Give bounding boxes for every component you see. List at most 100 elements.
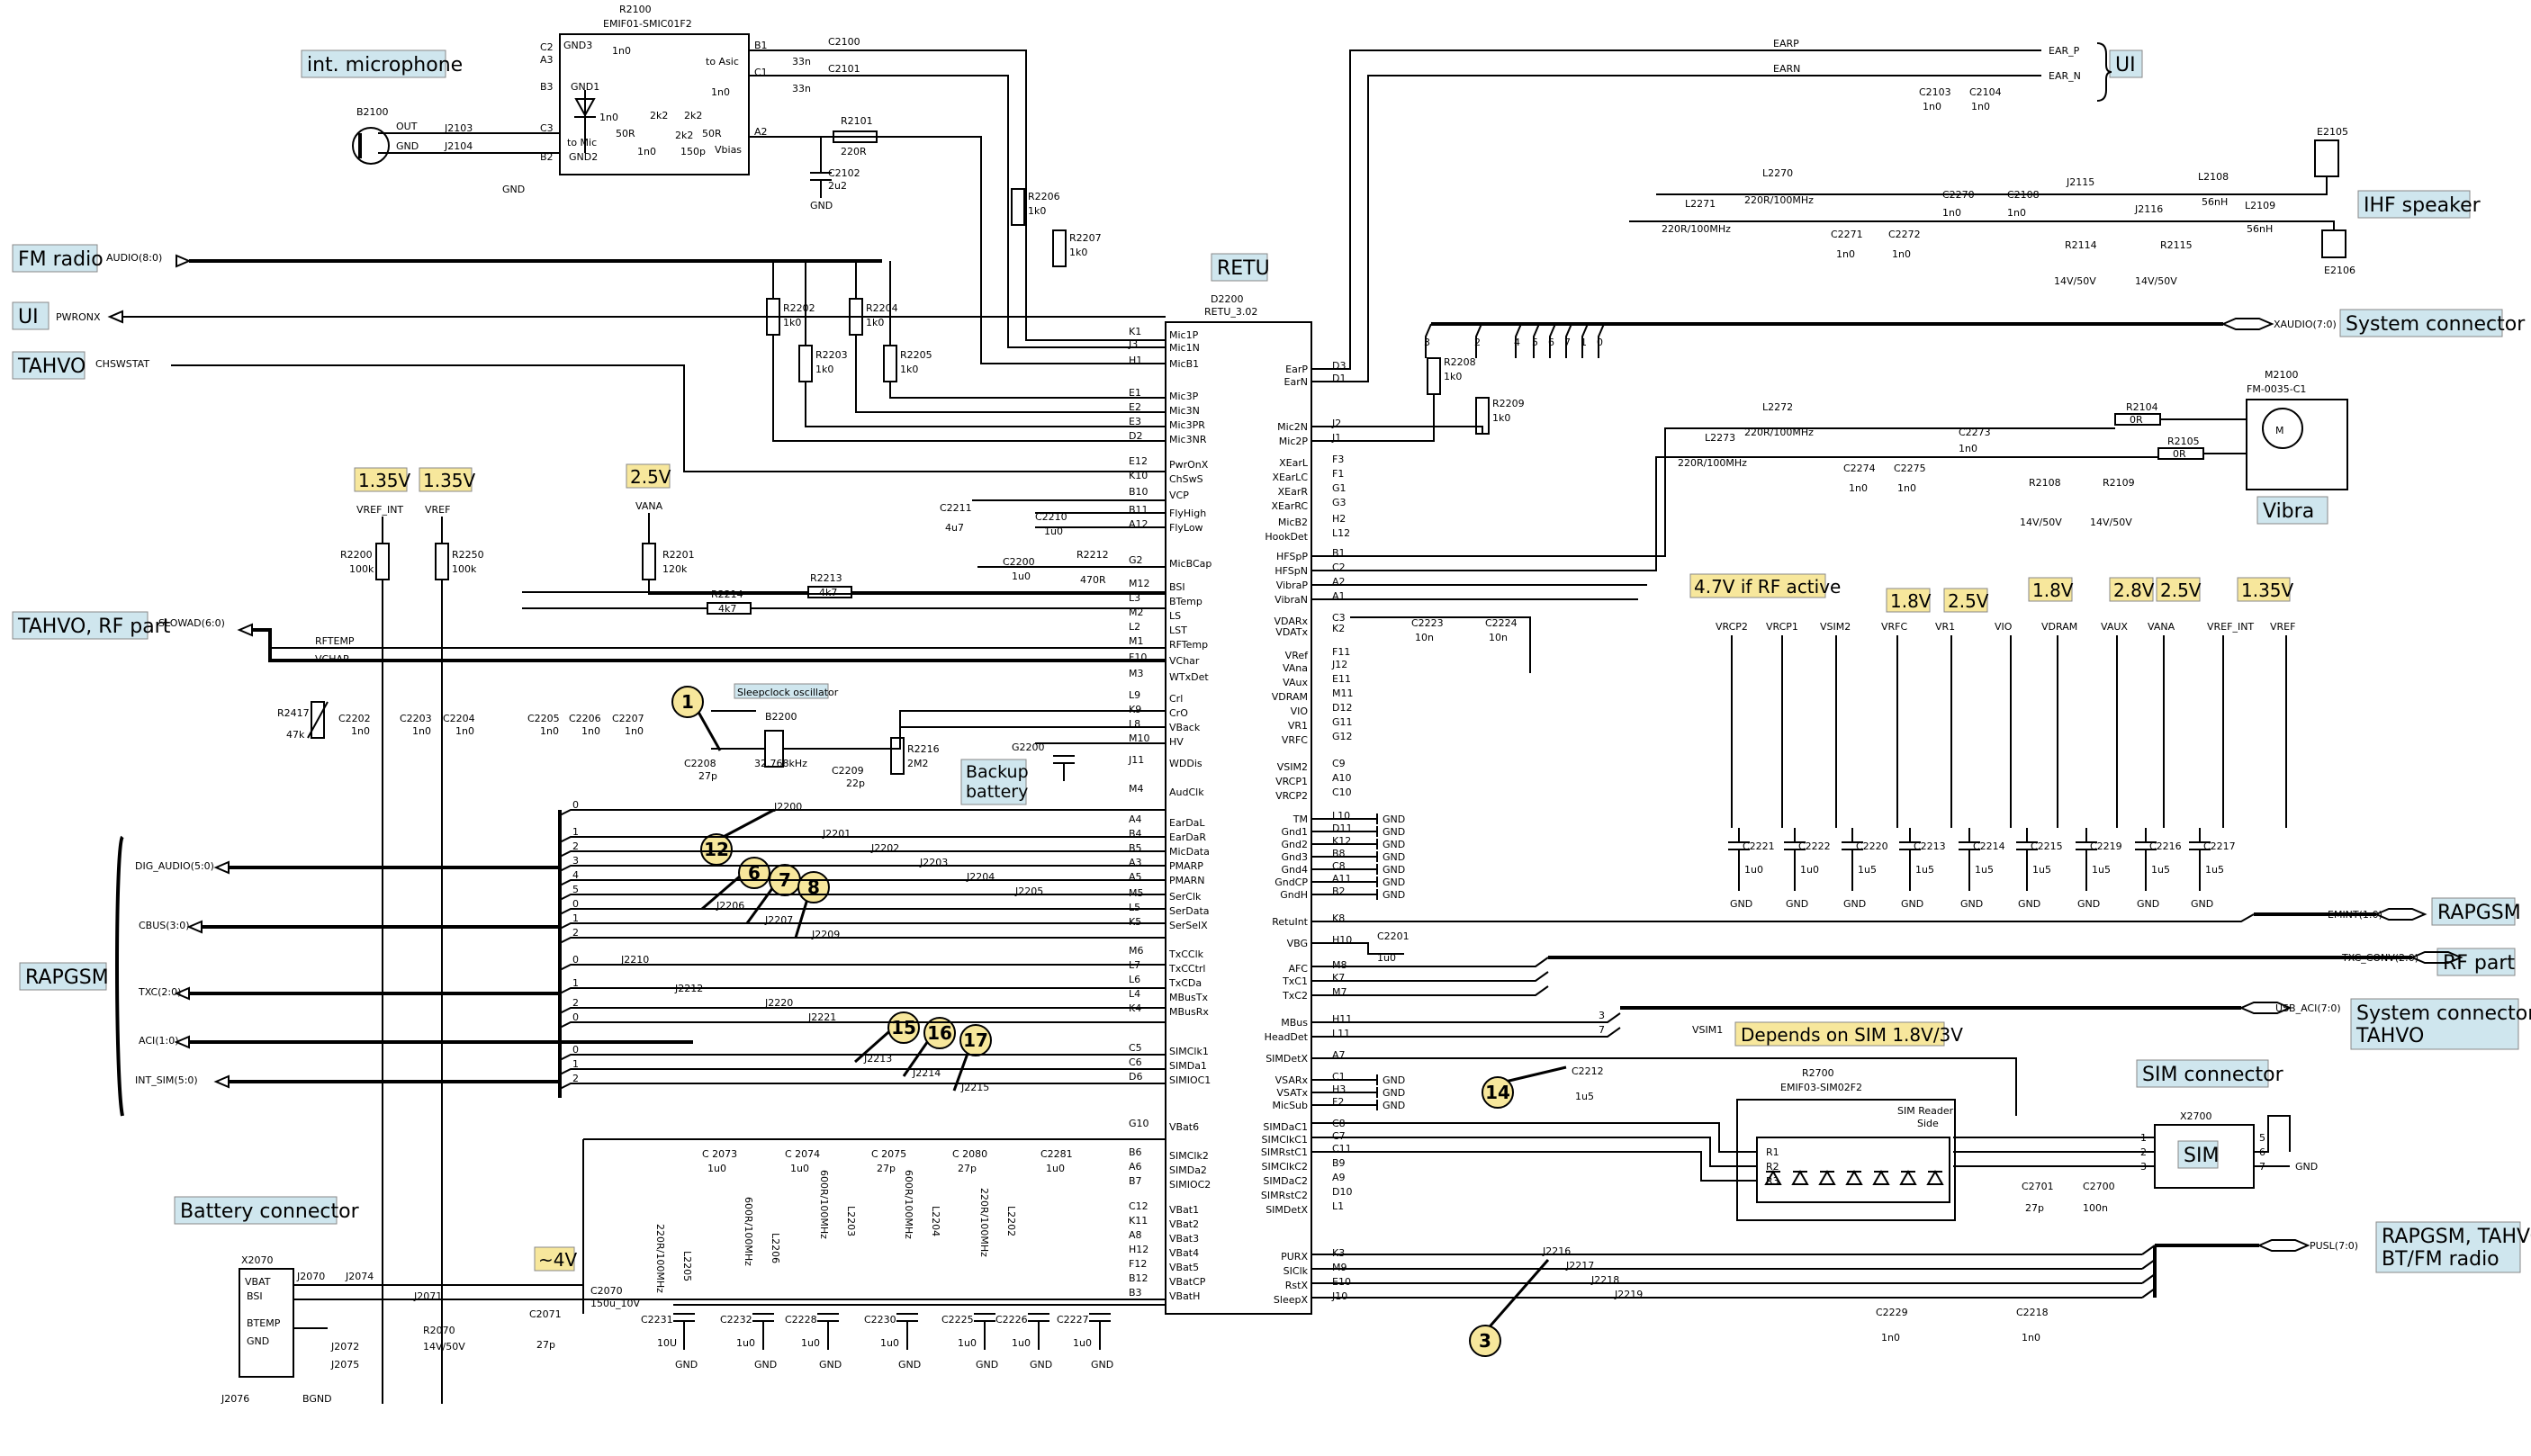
retu-left-pin: HV bbox=[1169, 736, 1184, 748]
sim-diodes bbox=[1764, 1169, 1944, 1185]
retu-left-ball: H12 bbox=[1129, 1244, 1148, 1255]
j2219: J2219 bbox=[1614, 1289, 1643, 1300]
bus-tap-index: 1 bbox=[572, 1058, 579, 1070]
r2101-ref: R2101 bbox=[841, 115, 873, 127]
retu-right-ball: G3 bbox=[1332, 497, 1347, 508]
retu-left-pin: Mic1P bbox=[1169, 329, 1199, 341]
j2204: J2204 bbox=[966, 871, 995, 883]
callout-circle bbox=[887, 1011, 920, 1044]
sig-pusl: PUSL(7:0) bbox=[2310, 1240, 2358, 1252]
j2218: J2218 bbox=[1590, 1274, 1619, 1286]
svg-text:1k0: 1k0 bbox=[815, 364, 833, 375]
r2202-ref: R2202 bbox=[783, 302, 815, 314]
svg-text:A3: A3 bbox=[540, 54, 554, 66]
retu-left-ball: E3 bbox=[1129, 416, 1141, 427]
svg-text:1k0: 1k0 bbox=[900, 364, 918, 375]
r2204-ref: R2204 bbox=[866, 302, 898, 314]
bus-tap-index: 0 bbox=[572, 799, 579, 811]
voltage-135-b: 1.35V bbox=[423, 470, 476, 491]
r2108-ref: R2108 bbox=[2029, 477, 2061, 489]
bus-tap-index: 5 bbox=[572, 884, 579, 895]
retu-right-ball: C9 bbox=[1332, 758, 1346, 769]
vbat-cap-gnd: GND bbox=[819, 1359, 842, 1371]
callout-number: 12 bbox=[704, 839, 729, 860]
r50r-b: 50R bbox=[702, 128, 722, 139]
callout-circle bbox=[923, 1017, 956, 1049]
retu-left-ball: L9 bbox=[1129, 689, 1140, 701]
svg-text:1n0: 1n0 bbox=[455, 725, 474, 737]
retu-right-ball: J12 bbox=[1331, 659, 1347, 670]
block-rapgsm-tahvo-2: BT/FM radio bbox=[2382, 1248, 2499, 1271]
r2700-pin: R3 bbox=[1766, 1175, 1779, 1187]
svg-text:14V/50V: 14V/50V bbox=[2054, 275, 2096, 287]
block-backup-battery-1: Backup bbox=[966, 762, 1029, 782]
svg-text:1n0: 1n0 bbox=[581, 725, 600, 737]
c33n-a: 33n bbox=[792, 56, 811, 67]
j2074-ref: J2074 bbox=[345, 1271, 374, 1282]
retu-right-ball: C11 bbox=[1332, 1143, 1352, 1155]
svg-text:1n0: 1n0 bbox=[1881, 1332, 1900, 1344]
gnd2-label: GND2 bbox=[569, 151, 598, 163]
rail-label: VIO bbox=[1995, 621, 2013, 633]
svg-text:1k0: 1k0 bbox=[1492, 412, 1510, 424]
c2070-val: 150u_10V bbox=[590, 1298, 640, 1309]
retu-right-pin: VAux bbox=[1283, 677, 1308, 688]
svg-text:C 2080: C 2080 bbox=[952, 1148, 987, 1160]
c2209-val: 22p bbox=[846, 777, 865, 789]
vibra-section: M M2100 FM-0035-C1 R2104 0R R2105 0R L22… bbox=[1311, 369, 2348, 600]
j2075-ref: J2075 bbox=[330, 1359, 359, 1371]
svg-text:220R/100MHz: 220R/100MHz bbox=[1744, 427, 1814, 438]
rail-label: VREF_INT bbox=[2207, 621, 2254, 633]
retu-right-pin: VDATx bbox=[1275, 626, 1308, 638]
retu-right-ball: C2 bbox=[1332, 562, 1346, 573]
rail-cap-val: 1u5 bbox=[1975, 864, 1994, 876]
retu-right-ball: H3 bbox=[1332, 1083, 1346, 1095]
retu-right-ball: C8 bbox=[1332, 860, 1346, 872]
vbat-cap-ref: C2225 bbox=[941, 1314, 974, 1326]
svg-text:220R/100MHz: 220R/100MHz bbox=[1662, 223, 1731, 235]
block-fm-radio: FM radio bbox=[18, 248, 104, 271]
retu-right-ball: A9 bbox=[1332, 1172, 1346, 1183]
block-ui-left: UI bbox=[18, 306, 39, 328]
retu-right-pin: XEarL bbox=[1279, 457, 1309, 469]
j2215: J2215 bbox=[960, 1082, 989, 1093]
retu-right-pin: MicSub bbox=[1272, 1100, 1308, 1111]
svg-text:10n: 10n bbox=[1415, 632, 1434, 643]
sig-ear-n: EAR_N bbox=[2049, 70, 2081, 82]
svg-text:27p: 27p bbox=[2025, 1202, 2044, 1214]
retu-right-pin: XEarR bbox=[1278, 486, 1309, 498]
retu-right-ball: E11 bbox=[1332, 673, 1351, 685]
retu-left-ball: E12 bbox=[1129, 455, 1148, 467]
block-system-connector-tahvo-2: TAHVO bbox=[2355, 1025, 2424, 1047]
e2105-ref: E2105 bbox=[2317, 126, 2348, 138]
vbat-cap-gnd: GND bbox=[898, 1359, 921, 1371]
callout-number: 3 bbox=[1479, 1330, 1491, 1352]
vbat-cap-gnd: GND bbox=[675, 1359, 698, 1371]
retu-right-ball: H10 bbox=[1332, 934, 1352, 946]
vbat-cap-gnd: GND bbox=[754, 1359, 777, 1371]
m2100-part: FM-0035-C1 bbox=[2247, 383, 2306, 395]
rail-label: VANA bbox=[2148, 621, 2175, 633]
retu-right-ball: D12 bbox=[1332, 702, 1352, 714]
retu-left-pin: FlyHigh bbox=[1169, 508, 1206, 519]
c1n0-right: 1n0 bbox=[711, 86, 730, 98]
j2205: J2205 bbox=[1014, 885, 1043, 897]
retu-right-ball: J10 bbox=[1331, 1290, 1347, 1302]
svg-text:1k0: 1k0 bbox=[1444, 371, 1462, 382]
battery-connector-section: X2070 VBAT BSI BTEMP GND BGND J2070 J207… bbox=[221, 1254, 1166, 1405]
sig-pwronx: PWRONX bbox=[56, 311, 101, 323]
sig-vsim1: VSIM1 bbox=[1692, 1024, 1723, 1036]
m2100-ref: M2100 bbox=[2265, 369, 2299, 381]
bus-tap-index: 1 bbox=[572, 826, 579, 838]
svg-text:1n0: 1n0 bbox=[1897, 482, 1916, 494]
svg-text:27p: 27p bbox=[958, 1163, 977, 1174]
gnd-pin-label: GND bbox=[1383, 1074, 1405, 1086]
vbat-cap-val: 1u0 bbox=[880, 1337, 899, 1349]
retu-right-pin: VRef bbox=[1285, 650, 1309, 661]
retu-left-pins: Mic1PK1Mic1NJ3MicB1H1Mic3PE1Mic3NE2Mic3P… bbox=[1128, 326, 1211, 1302]
b2200-val: 32.768kHz bbox=[754, 758, 807, 769]
retu-left-pin: EarDaR bbox=[1169, 831, 1206, 843]
bus-tap-index: 1 bbox=[572, 912, 579, 924]
xaudio-index: 3 bbox=[1424, 337, 1430, 348]
